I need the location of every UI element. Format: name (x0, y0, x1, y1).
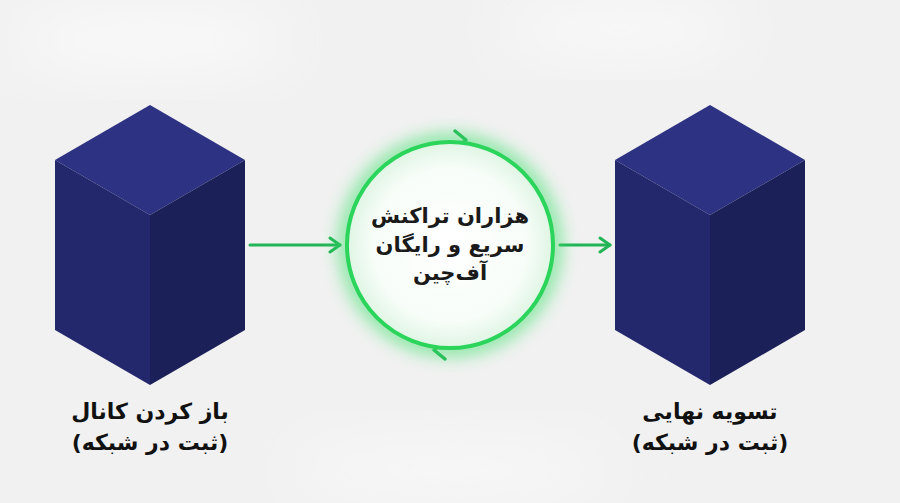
circle-outline (347, 142, 553, 348)
loop-circle: هزاران تراکنش سریع و رایگان آف‌چین (345, 140, 555, 350)
cube-right-face (710, 160, 805, 385)
cube-left-face (615, 160, 710, 385)
cube-shape (615, 105, 805, 385)
cube-right-face (150, 160, 245, 385)
flow-arrow (250, 244, 340, 247)
cube-shape (55, 105, 245, 385)
cube-node: تسویه نهایی (ثبت در شبکه) (615, 105, 805, 385)
node-label: هزاران تراکنش سریع و رایگان آف‌چین (350, 202, 550, 287)
circle-glow (347, 142, 553, 348)
background-blob (10, 10, 290, 70)
cube-node: باز کردن کانال (ثبت در شبکه) (55, 105, 245, 385)
cube-left-face (55, 160, 150, 385)
background-blob (290, 440, 610, 500)
node-label: باز کردن کانال (ثبت در شبکه) (40, 397, 260, 459)
flow-arrow (560, 244, 610, 247)
node-label: تسویه نهایی (ثبت در شبکه) (600, 397, 820, 459)
background-blob (500, 5, 740, 55)
